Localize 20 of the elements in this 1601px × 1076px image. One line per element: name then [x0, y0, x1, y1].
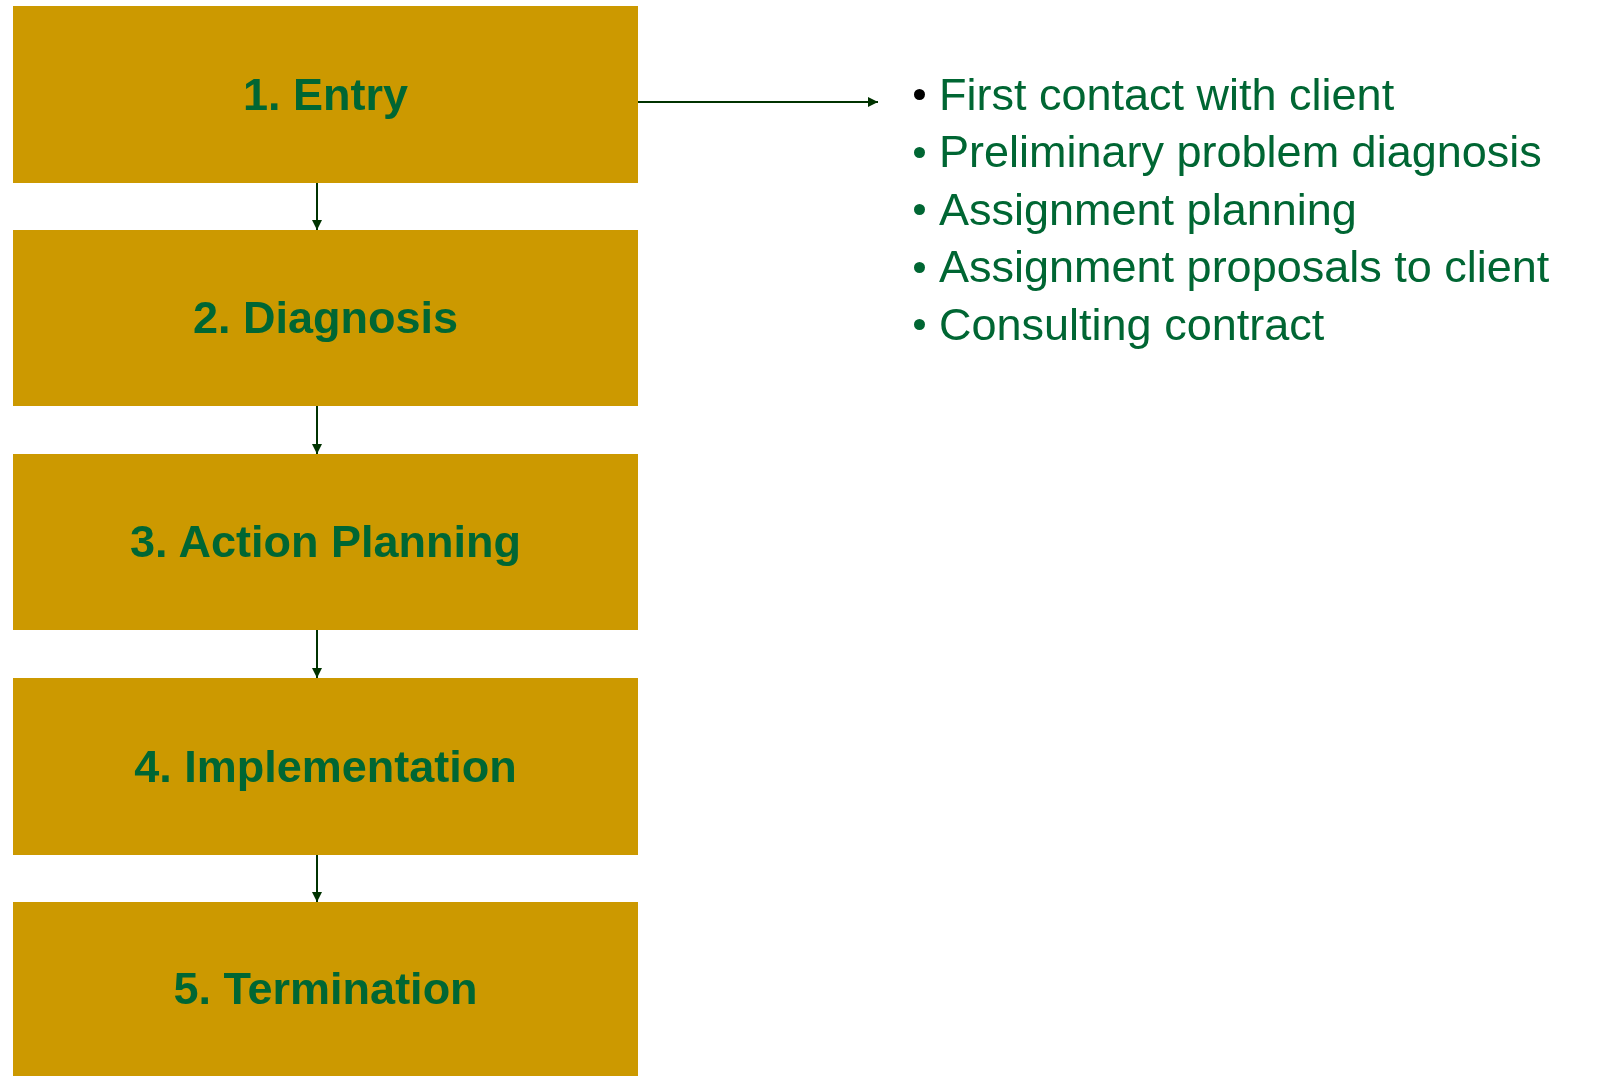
arrow	[637, 97, 879, 107]
arrow	[312, 182, 322, 231]
step-label: 4. Implementation	[134, 740, 517, 793]
process-box	[13, 230, 638, 406]
step-label: 2. Diagnosis	[192, 292, 459, 344]
step-label: 5. Termination	[173, 963, 478, 1015]
bullet-text: Assignment proposals to client	[939, 241, 1550, 294]
bullet-text: Assignment planning	[939, 183, 1357, 236]
process-box	[13, 6, 638, 183]
step-label: 1. Entry	[242, 68, 409, 121]
arrow	[312, 854, 322, 903]
process-box	[13, 678, 638, 855]
arrow	[312, 405, 322, 455]
process-box	[13, 454, 638, 630]
arrow	[312, 629, 322, 679]
bullet-text: Preliminary problem diagnosis	[939, 126, 1542, 179]
bullet-text: Consulting contract	[939, 298, 1325, 351]
step-label: 3. Action Planning	[130, 516, 521, 568]
process-box	[13, 902, 638, 1076]
bullet-text: First contact with client	[939, 68, 1395, 121]
